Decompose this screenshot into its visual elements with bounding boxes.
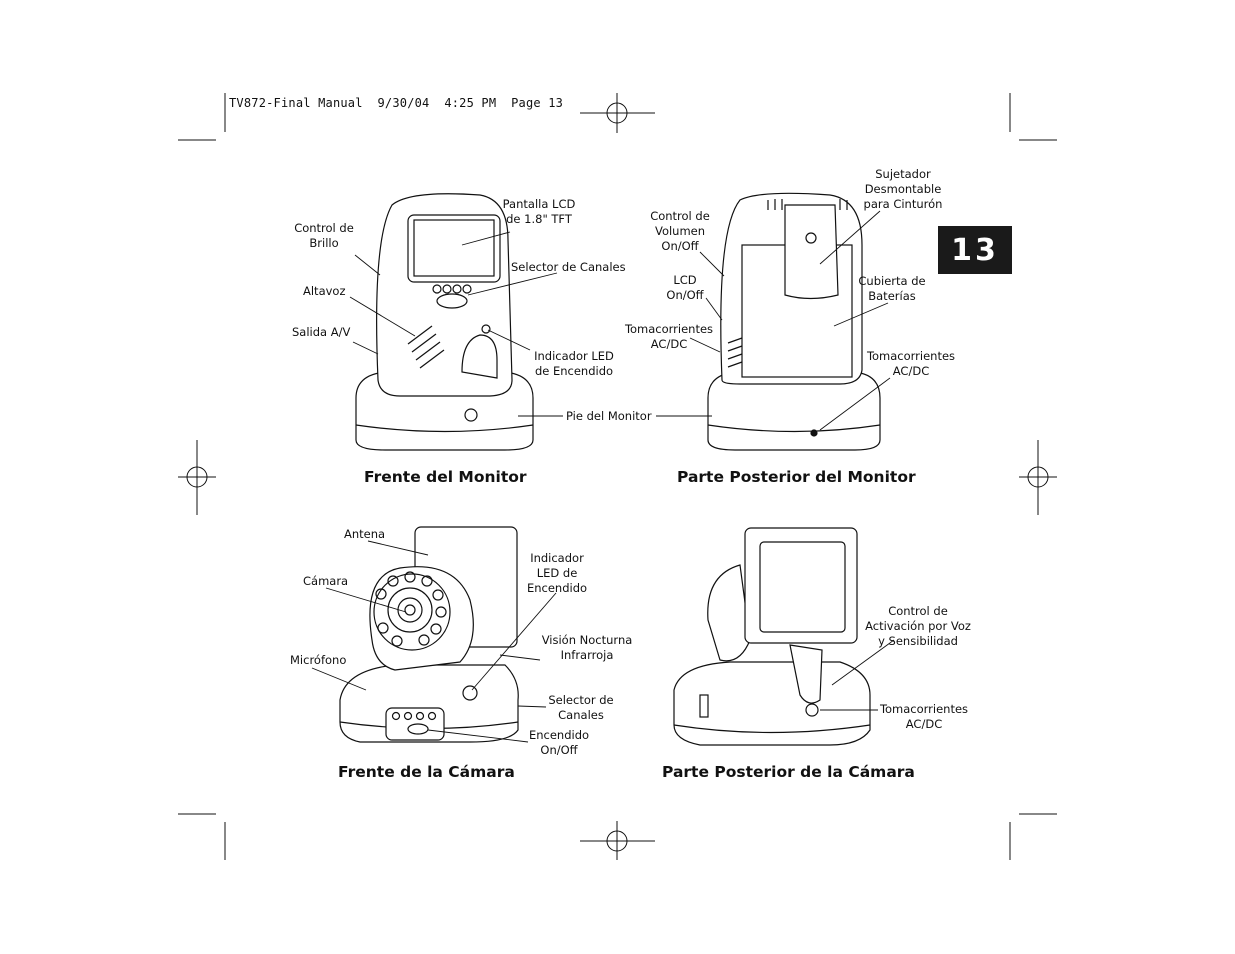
- leader-lines: [311, 210, 895, 743]
- caption-monitor-front: Frente del Monitor: [364, 468, 527, 486]
- caption-camera-front: Frente de la Cámara: [338, 763, 515, 781]
- label-power-onoff: Encendido On/Off: [528, 728, 590, 757]
- label-microphone: Micrófono: [290, 653, 347, 667]
- label-speaker: Altavoz: [303, 284, 346, 298]
- registration-marks: [178, 93, 1057, 860]
- print-slug: TV872-Final Manual 9/30/04 4:25 PM Page …: [229, 96, 564, 110]
- label-antenna: Antena: [344, 527, 386, 541]
- label-camera-channel-selector: Selector de Canales: [548, 693, 614, 722]
- label-channel-selector: Selector de Canales: [511, 260, 626, 274]
- label-lcd-onoff: LCD On/Off: [666, 273, 704, 302]
- crop-marks: [178, 93, 1057, 860]
- label-ac-dc-left: Tomacorrientes AC/DC: [624, 322, 714, 351]
- label-lcd-screen: Pantalla LCD de 1.8" TFT: [502, 197, 576, 226]
- label-belt-clip: Sujetador Desmontable para Cinturón: [863, 167, 943, 211]
- monitor-back-drawing: [707, 192, 881, 451]
- label-brightness-control: Control de Brillo: [294, 221, 354, 250]
- caption-camera-back: Parte Posterior de la Cámara: [662, 763, 915, 781]
- label-av-out: Salida A/V: [292, 325, 351, 339]
- monitor-front-drawing: [355, 193, 534, 451]
- label-night-vision: Visión Nocturna Infrarroja: [541, 633, 633, 662]
- label-camera-power-led: Indicador LED de Encendido: [526, 551, 588, 595]
- label-camera: Cámara: [303, 574, 349, 588]
- label-monitor-stand: Pie del Monitor: [566, 409, 652, 423]
- page-number-tab: 13: [938, 226, 1012, 274]
- label-volume-control: Control de Volumen On/Off: [650, 209, 710, 253]
- caption-monitor-back: Parte Posterior del Monitor: [677, 468, 916, 486]
- camera-back-drawing: [673, 527, 871, 746]
- label-ac-dc-right: Tomacorrientes AC/DC: [866, 349, 956, 378]
- camera-front-drawing: [339, 526, 519, 743]
- label-battery-cover: Cubierta de Baterías: [858, 274, 926, 303]
- label-power-led: Indicador LED de Encendido: [534, 349, 614, 378]
- label-voice-activation: Control de Activación por Voz y Sensibil…: [865, 604, 971, 648]
- label-camera-ac-dc: Tomacorrientes AC/DC: [879, 702, 969, 731]
